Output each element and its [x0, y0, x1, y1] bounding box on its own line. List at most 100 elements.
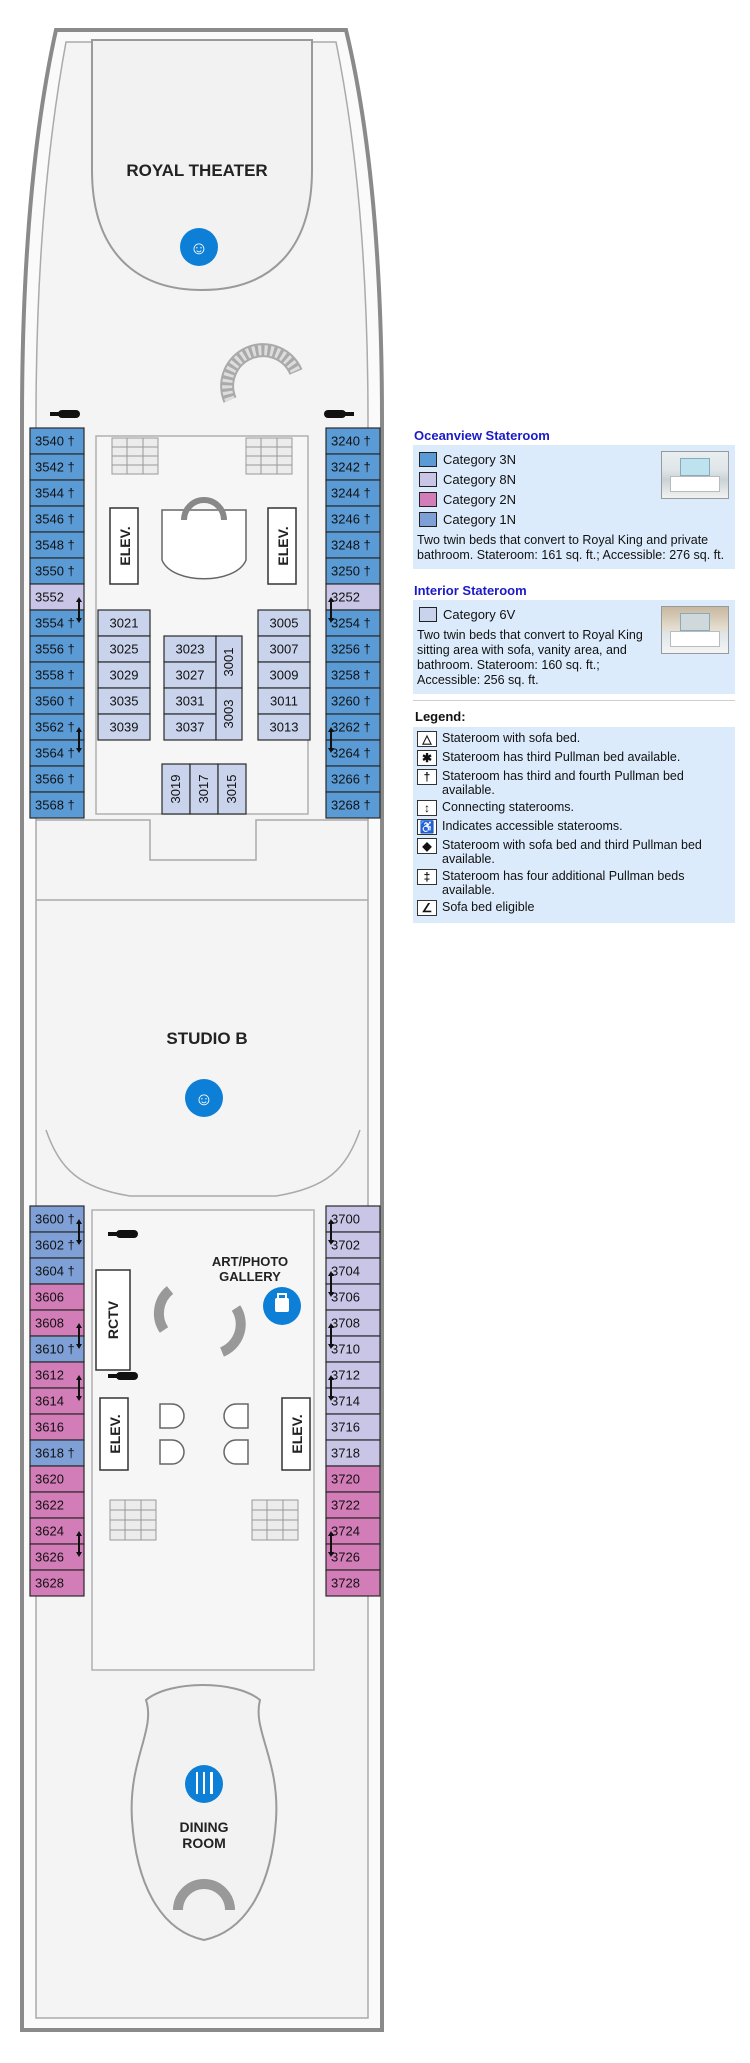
stateroom-3700[interactable]: 3700 — [325, 1205, 381, 1233]
stateroom-3726[interactable]: 3726 — [325, 1543, 381, 1571]
legend-item: ◆Stateroom with sofa bed and third Pullm… — [415, 838, 731, 866]
stateroom-3720[interactable]: 3720 — [325, 1465, 381, 1493]
stateroom-number: 3628 — [35, 1576, 64, 1591]
stateroom-3564[interactable]: 3564 † — [29, 739, 85, 767]
stateroom-3558[interactable]: 3558 † — [29, 661, 85, 689]
stateroom-3606[interactable]: 3606 — [29, 1283, 85, 1311]
stateroom-3614[interactable]: 3614 — [29, 1387, 85, 1415]
stateroom-3716[interactable]: 3716 — [325, 1413, 381, 1441]
stateroom-3562[interactable]: 3562 † — [29, 713, 85, 741]
stateroom-3544[interactable]: 3544 † — [29, 479, 85, 507]
stateroom-3550[interactable]: 3550 † — [29, 557, 85, 585]
stateroom-3035[interactable]: 3035 — [97, 687, 151, 715]
stateroom-3618[interactable]: 3618 † — [29, 1439, 85, 1467]
stateroom-number: 3256 † — [331, 642, 371, 657]
stateroom-3568[interactable]: 3568 † — [29, 791, 85, 819]
stateroom-3566[interactable]: 3566 † — [29, 765, 85, 793]
stateroom-3712[interactable]: 3712 — [325, 1361, 381, 1389]
stateroom-3246[interactable]: 3246 † — [325, 505, 381, 533]
stateroom-number: 3031 — [176, 694, 205, 709]
stateroom-3011[interactable]: 3011 — [257, 687, 311, 715]
stateroom-3017[interactable]: 3017 — [189, 763, 219, 815]
stateroom-3252[interactable]: 3252 — [325, 583, 381, 611]
interior-box: Category 6V Two twin beds that convert t… — [413, 600, 735, 694]
stateroom-3546[interactable]: 3546 † — [29, 505, 85, 533]
stateroom-3554[interactable]: 3554 † — [29, 609, 85, 637]
stateroom-3728[interactable]: 3728 — [325, 1569, 381, 1597]
stateroom-number: 3620 — [35, 1472, 64, 1487]
stateroom-3628[interactable]: 3628 — [29, 1569, 85, 1597]
aft-stair-left-icon — [153, 1286, 174, 1333]
stateroom-3556[interactable]: 3556 † — [29, 635, 85, 663]
stateroom-3023[interactable]: 3023 — [163, 635, 217, 663]
stateroom-3240[interactable]: 3240 † — [325, 427, 381, 455]
stateroom-number: 3604 † — [35, 1264, 75, 1279]
stateroom-3021[interactable]: 3021 — [97, 609, 151, 637]
stateroom-3029[interactable]: 3029 — [97, 661, 151, 689]
stateroom-3005[interactable]: 3005 — [257, 609, 311, 637]
stateroom-3250[interactable]: 3250 † — [325, 557, 381, 585]
stateroom-3612[interactable]: 3612 — [29, 1361, 85, 1389]
stateroom-3722[interactable]: 3722 — [325, 1491, 381, 1519]
stateroom-number: 3602 † — [35, 1238, 75, 1253]
stateroom-3708[interactable]: 3708 — [325, 1309, 381, 1337]
stateroom-3548[interactable]: 3548 † — [29, 531, 85, 559]
stateroom-3706[interactable]: 3706 — [325, 1283, 381, 1311]
stateroom-3015[interactable]: 3015 — [217, 763, 247, 815]
stateroom-3714[interactable]: 3714 — [325, 1387, 381, 1415]
stateroom-3268[interactable]: 3268 † — [325, 791, 381, 819]
stateroom-3007[interactable]: 3007 — [257, 635, 311, 663]
stateroom-3620[interactable]: 3620 — [29, 1465, 85, 1493]
stateroom-3552[interactable]: 3552 — [29, 583, 85, 611]
stateroom-3248[interactable]: 3248 † — [325, 531, 381, 559]
stateroom-3264[interactable]: 3264 † — [325, 739, 381, 767]
stateroom-3702[interactable]: 3702 — [325, 1231, 381, 1259]
stateroom-number: 3003 — [221, 700, 236, 729]
stateroom-3254[interactable]: 3254 † — [325, 609, 381, 637]
stateroom-3009[interactable]: 3009 — [257, 661, 311, 689]
stateroom-3600[interactable]: 3600 † — [29, 1205, 85, 1233]
stateroom-3608[interactable]: 3608 — [29, 1309, 85, 1337]
stateroom-number: 3017 — [196, 775, 211, 804]
stateroom-number: 3021 — [110, 616, 139, 631]
dining-label-1: DINING — [180, 1819, 229, 1835]
stateroom-3540[interactable]: 3540 † — [29, 427, 85, 455]
stateroom-3003[interactable]: 3003 — [215, 687, 243, 741]
stateroom-3260[interactable]: 3260 † — [325, 687, 381, 715]
stateroom-3624[interactable]: 3624 — [29, 1517, 85, 1545]
stateroom-number: 3622 — [35, 1498, 64, 1513]
stateroom-3001[interactable]: 3001 — [215, 635, 243, 689]
stateroom-3616[interactable]: 3616 — [29, 1413, 85, 1441]
stateroom-3604[interactable]: 3604 † — [29, 1257, 85, 1285]
legend-item-label: Stateroom has four additional Pullman be… — [442, 869, 685, 897]
stateroom-3704[interactable]: 3704 — [325, 1257, 381, 1285]
stateroom-3626[interactable]: 3626 — [29, 1543, 85, 1571]
oceanview-photo — [661, 451, 729, 499]
stateroom-3258[interactable]: 3258 † — [325, 661, 381, 689]
stateroom-3622[interactable]: 3622 — [29, 1491, 85, 1519]
stateroom-3013[interactable]: 3013 — [257, 713, 311, 741]
stateroom-3560[interactable]: 3560 † — [29, 687, 85, 715]
category-swatch — [419, 606, 437, 622]
stateroom-3710[interactable]: 3710 — [325, 1335, 381, 1363]
stateroom-3542[interactable]: 3542 † — [29, 453, 85, 481]
stateroom-3025[interactable]: 3025 — [97, 635, 151, 663]
stateroom-3031[interactable]: 3031 — [163, 687, 217, 715]
stateroom-3019[interactable]: 3019 — [161, 763, 191, 815]
stateroom-3602[interactable]: 3602 † — [29, 1231, 85, 1259]
stateroom-3266[interactable]: 3266 † — [325, 765, 381, 793]
stateroom-3718[interactable]: 3718 — [325, 1439, 381, 1467]
stateroom-3256[interactable]: 3256 † — [325, 635, 381, 663]
interior-description: Two twin beds that convert to Royal King… — [417, 628, 643, 687]
stateroom-3039[interactable]: 3039 — [97, 713, 151, 741]
interior-photo — [661, 606, 729, 654]
stateroom-3242[interactable]: 3242 † — [325, 453, 381, 481]
stateroom-3027[interactable]: 3027 — [163, 661, 217, 689]
stateroom-3262[interactable]: 3262 † — [325, 713, 381, 741]
stateroom-3724[interactable]: 3724 — [325, 1517, 381, 1545]
stateroom-3244[interactable]: 3244 † — [325, 479, 381, 507]
stateroom-3610[interactable]: 3610 † — [29, 1335, 85, 1363]
stateroom-number: 3568 † — [35, 798, 75, 813]
stateroom-3037[interactable]: 3037 — [163, 713, 217, 741]
